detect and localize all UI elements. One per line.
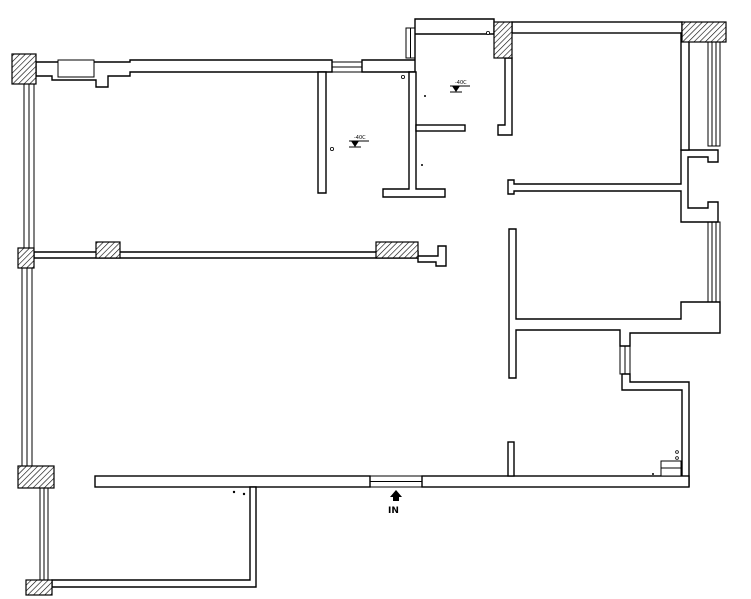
wall-south-right <box>421 475 690 488</box>
entrance-arrow-icon <box>390 490 402 501</box>
level-marker-kitchen: -40C <box>349 135 369 148</box>
window-north-bath <box>405 27 416 59</box>
walls <box>33 18 721 588</box>
column-north-bath <box>493 21 513 59</box>
wall-bath-east <box>497 57 513 136</box>
columns <box>11 21 727 596</box>
wall-stub-south <box>507 441 515 477</box>
window-balcony-west <box>39 485 49 584</box>
wall-north-left <box>35 59 333 88</box>
window-kitchen <box>331 61 363 73</box>
drain-bath-2 <box>485 30 490 35</box>
entrance-label: IN <box>388 506 399 516</box>
column-balcony-sw <box>25 579 53 596</box>
drain-kitchen <box>329 146 334 151</box>
window-west-upper <box>23 83 35 249</box>
wall-south-left <box>94 475 371 488</box>
column-nw <box>11 53 37 85</box>
column-w-mid <box>17 247 35 269</box>
pipe-bath <box>424 95 426 97</box>
wall-east-upper <box>680 32 690 151</box>
window-east-upper <box>707 41 721 147</box>
wall-kitchen-right <box>382 71 446 198</box>
entrance-door-opening <box>369 475 423 488</box>
pipe-entrance <box>652 473 654 475</box>
drain-entrance-2 <box>675 456 679 460</box>
level-marker-bath: -40C <box>450 80 470 93</box>
balcony-railing <box>51 486 257 588</box>
window-east-lower <box>707 221 721 303</box>
level-text-kitchen: -40C <box>354 135 366 141</box>
fixtures <box>57 30 682 496</box>
window-small-east <box>619 345 631 375</box>
wall-north-right <box>511 21 683 34</box>
wall-kitchen-left <box>317 71 327 194</box>
pipe-balcony-2 <box>242 492 246 496</box>
column-ne <box>681 21 727 43</box>
ac-unit <box>57 59 95 78</box>
drain-entrance-1 <box>675 450 679 454</box>
pipe-kitchen <box>421 164 423 166</box>
windows <box>21 27 721 584</box>
window-west-lower <box>21 267 33 469</box>
wall-bedroom-lower <box>508 228 721 379</box>
drain-bath-1 <box>400 75 405 80</box>
wall-kitchen-shelf <box>415 124 466 132</box>
wall-bedroom-divider <box>507 149 719 223</box>
pipe-balcony-1 <box>232 490 236 494</box>
wall-north-kitchen <box>361 18 495 73</box>
column-mid-right <box>375 241 419 259</box>
level-text-bath: -40C <box>455 80 467 86</box>
column-mid-left <box>95 241 121 259</box>
column-sw <box>17 465 55 489</box>
entrance-marker: IN <box>388 490 402 516</box>
